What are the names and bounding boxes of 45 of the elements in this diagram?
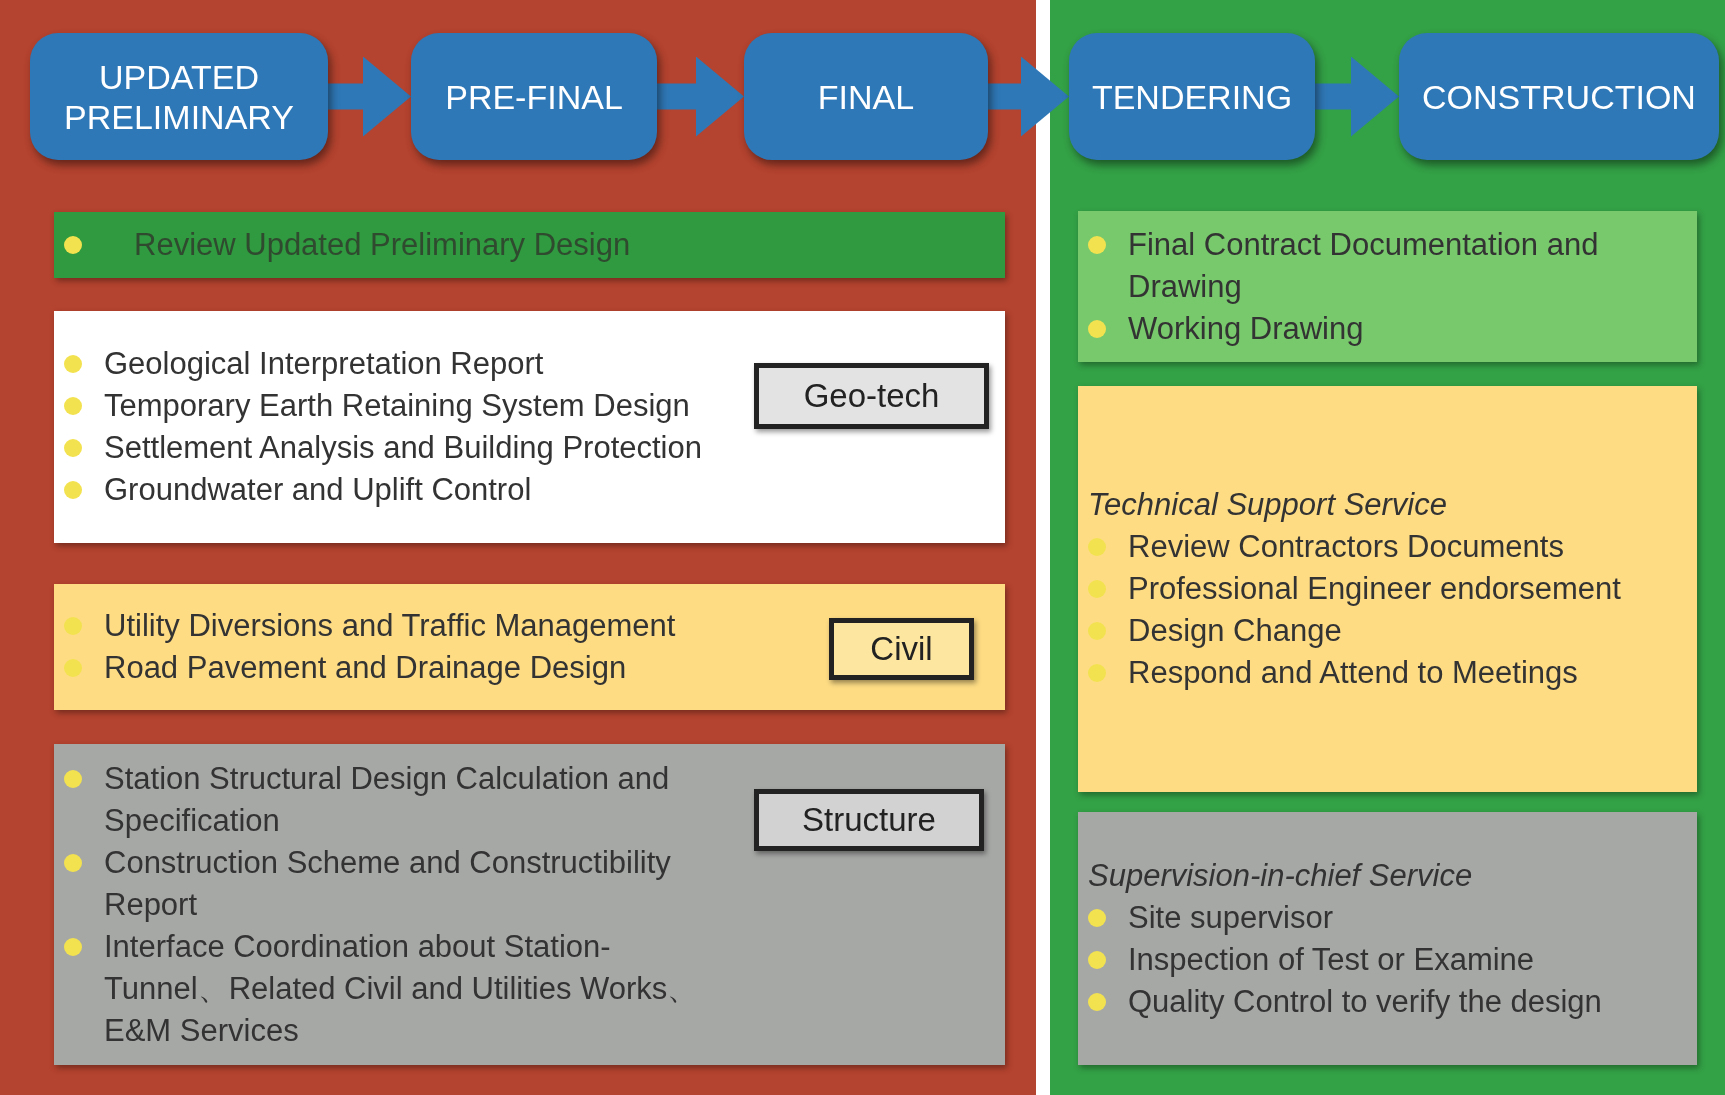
bullet-item: Geological Interpretation Report [54,343,724,385]
bullet-item: Working Drawing [1078,307,1677,350]
stage-label: CONSTRUCTION [1422,76,1696,117]
info-card [1078,386,1697,792]
info-card [54,584,1005,710]
bullet-item: Review Updated Preliminary Design [54,224,984,266]
stage-label: UPDATED PRELIMINARY [63,56,295,137]
bullet-item: Utility Diversions and Traffic Management [54,605,734,647]
stage-box [1069,33,1315,160]
stage-box [411,33,657,160]
bullet-item: Review Contractors Documents [1078,526,1677,568]
tag-label: Structure [754,789,984,851]
stage-box [30,33,328,160]
tag-label: Civil [829,618,974,680]
bullet-item: Station Structural Design Calculation and Specification [54,757,724,842]
bullet-item: Professional Engineer endorsement [1078,568,1677,610]
bullet-item: Settlement Analysis and Building Protection [54,427,724,469]
bullet-item: Interface Coordination about Station-Tunnel、Related Civil and Utilities Works、E&M Services [54,925,724,1052]
bullet-item: Site supervisor [1078,896,1677,939]
info-card [54,212,1005,278]
stage-label: PRE-FINAL [445,76,623,117]
arrow [657,56,744,137]
bullet-item: Inspection of Test or Examine [1078,938,1677,981]
stage-box [744,33,988,160]
section-heading: Technical Support Service [1087,486,1448,524]
arrow [988,56,1069,137]
tag-label: Geo-tech [754,363,989,429]
stage-label: FINAL [817,76,915,117]
bullet-item: Respond and Attend to Meetings [1078,652,1677,694]
stage-box [1399,33,1719,160]
section-heading: Supervision-in-chief Service [1087,856,1474,895]
info-card [1078,211,1697,362]
arrow [1315,56,1399,137]
arrow [328,56,411,137]
info-card [54,744,1005,1065]
bullet-item: Final Contract Documentation and Drawing [1078,223,1677,308]
bullet-item: Quality Control to verify the design [1078,980,1677,1023]
info-card [1078,812,1697,1065]
bullet-item: Temporary Earth Retaining System Design [54,385,724,427]
info-card [54,311,1005,543]
bullet-item: Design Change [1078,610,1677,652]
bullet-item: Construction Scheme and Constructibility Report [54,841,724,926]
bullet-item: Road Pavement and Drainage Design [54,647,734,689]
bullet-item: Groundwater and Uplift Control [54,469,724,511]
stage-label: TENDERING [1091,76,1293,117]
